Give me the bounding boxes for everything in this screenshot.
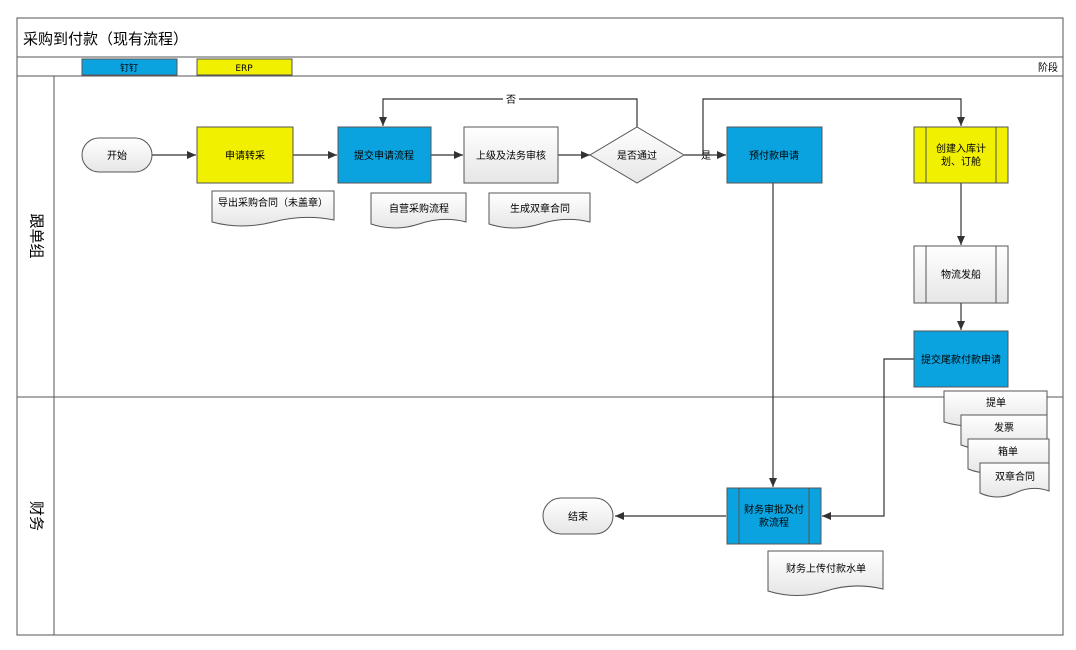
- node-prepay: [726, 126, 823, 184]
- legend-erp-label: ERP: [235, 64, 253, 74]
- edge-label-no-bg: [503, 92, 519, 106]
- lane-label-tracking: 跟单组: [28, 213, 46, 258]
- node-approve-label: 上级及法务审核: [476, 149, 546, 162]
- node-create-plan-label-line1: 创建入库计: [936, 142, 986, 155]
- node-apply-transfer: [196, 126, 294, 184]
- lane-label-finance: 财务: [28, 501, 46, 531]
- doc-self-purchase: [370, 192, 467, 229]
- node-start: [81, 137, 153, 173]
- diagram-frame: [16, 17, 1064, 636]
- doc-packing-label: 箱单: [998, 445, 1018, 458]
- node-apply-transfer-label: 申请转采: [225, 149, 265, 162]
- doc-export-contract-label: 导出采购合同（未盖章）: [218, 196, 328, 209]
- phase-label: 阶段: [1038, 61, 1058, 74]
- node-end: [542, 497, 614, 535]
- edge-label-no: 否: [506, 94, 516, 106]
- doc-double-contract2: [979, 462, 1050, 498]
- doc-double-contract: [488, 192, 591, 229]
- node-submit-apply: [337, 126, 432, 184]
- edge-yes-to-plan: [702, 98, 965, 155]
- node-ship-label: 物流发船: [941, 268, 981, 281]
- node-create-plan-label-line2: 划、订舱: [941, 155, 981, 168]
- doc-double-contract2-label: 双章合同: [995, 470, 1035, 483]
- node-finance-label-line2: 款流程: [759, 516, 789, 529]
- legend-dingtalk-label: 钉钉: [120, 63, 138, 74]
- node-submit-apply-label: 提交申请流程: [354, 149, 414, 162]
- node-decision: [589, 126, 685, 184]
- doc-export-contract: [211, 190, 335, 227]
- diagram-title: 采购到付款（现有流程）: [23, 30, 188, 48]
- legend-erp-swatch: [196, 58, 293, 76]
- node-ship: [913, 245, 1009, 304]
- doc-invoice-label: 发票: [994, 421, 1014, 434]
- node-approve: [463, 126, 559, 184]
- edge-final-finance: [822, 358, 914, 520]
- doc-bill-label: 提单: [986, 397, 1006, 409]
- node-start-label: 开始: [107, 149, 127, 162]
- node-prepay-label: 预付款申请: [749, 149, 799, 162]
- doc-upload-water-label: 财务上传付款水单: [786, 562, 866, 575]
- node-create-plan: [913, 126, 1009, 184]
- node-decision-label: 是否通过: [617, 149, 657, 162]
- node-final-pay: [913, 330, 1009, 388]
- doc-upload-water: [767, 550, 884, 596]
- doc-self-purchase-label: 自营采购流程: [389, 202, 449, 215]
- node-final-pay-label: 提交尾款付款申请: [921, 353, 1001, 366]
- node-finance-label-line1: 财务审批及付: [744, 503, 804, 516]
- doc-double-contract-label: 生成双章合同: [510, 202, 570, 215]
- node-end-label: 结束: [568, 510, 588, 523]
- connectors: [152, 98, 965, 520]
- edge-label-yes: 是: [701, 150, 711, 162]
- node-finance: [726, 487, 822, 545]
- legend-dingtalk-swatch: [81, 58, 178, 76]
